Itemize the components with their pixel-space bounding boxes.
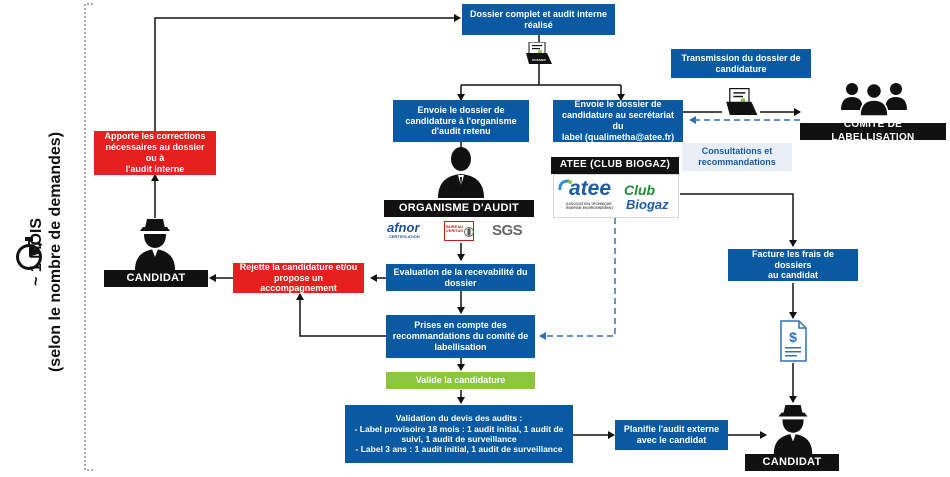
timeline-bracket <box>84 3 93 471</box>
planifie-audit-box: Planifie l'audit externe avec le candida… <box>615 420 728 450</box>
candidate-person-icon <box>135 219 175 270</box>
bureau-veritas-text: BUREAU VERITAS <box>446 224 464 234</box>
atee-logo: atee ASSOCIATION TECHNIQUE ÉNERGIE ENVIR… <box>553 174 679 218</box>
bureau-veritas-logo: BUREAU VERITAS <box>444 221 474 241</box>
connector-atee-to-prises <box>539 218 616 340</box>
evaluation-box: Evaluation de la recevabilité du dossier <box>386 264 535 291</box>
consultations-box: Consultations et recommandations <box>682 143 792 171</box>
apporte-corrections-box: Apporte les corrections nécessaires au d… <box>94 131 216 175</box>
validation-devis-box: Validation du devis des audits : - Label… <box>345 405 573 463</box>
envoie-audit-box: Envoie le dossier de candidature à l'org… <box>393 100 529 142</box>
audit-logos: afnor CERTIFICATION BUREAU VERITAS SGS <box>384 219 532 243</box>
afnor-subtitle: CERTIFICATION <box>389 234 420 239</box>
document-folder-icon <box>726 88 758 115</box>
dossier-complet-box: Dossier complet et audit interne réalisé <box>462 4 615 35</box>
document-folder-icon: DOSSIER <box>526 42 552 64</box>
candidate-person-icon <box>773 404 813 454</box>
sgs-logo: SGS <box>492 222 523 239</box>
facture-frais-box: Facture les frais de dossiers au candida… <box>728 249 858 281</box>
transmission-box: Transmission du dossier de candidature <box>671 49 811 78</box>
group-people-icon <box>841 82 907 117</box>
timeline-side: ~ 1 MOIS (selon le nombre de demandes) <box>10 40 70 460</box>
seal-icon <box>464 227 474 237</box>
biogaz-wordmark: Biogaz <box>626 197 669 212</box>
auditor-person-icon <box>438 147 484 198</box>
stopwatch-icon <box>16 237 43 270</box>
comite-label: COMITE DE LABELLISATION <box>800 119 946 143</box>
prises-en-compte-box: Prises en compte des recommandations du … <box>386 315 535 358</box>
timeline-label: ~ 1 MOIS (selon le nombre de demandes) <box>27 132 65 372</box>
club-wordmark: Club <box>624 182 656 198</box>
atee-subtitle: ASSOCIATION TECHNIQUE ÉNERGIE ENVIRONNEM… <box>566 202 614 210</box>
invoice-icon: $ <box>780 320 807 362</box>
timeline-duration: ~ 1 MOIS <box>27 217 45 287</box>
timeline-note: (selon le nombre de demandes) <box>47 131 64 373</box>
afnor-logo: afnor <box>387 220 420 235</box>
connector-prises-to-rejette <box>296 293 386 337</box>
atee-wordmark: atee <box>569 177 612 200</box>
connector-atee-to-facture <box>680 193 797 247</box>
rejette-candidature-box: Rejette la candidature et/ou propose un … <box>233 262 364 293</box>
atee-club-label: ATEE (CLUB BIOGAZ) <box>551 157 679 174</box>
envoie-secretariat-box: Envoie le dossier de candidature au secr… <box>553 99 683 142</box>
valide-candidature-box: Valide la candidature <box>386 372 535 389</box>
candidat-right-label: CANDIDAT <box>745 454 839 471</box>
candidat-left-label: CANDIDAT <box>104 270 208 287</box>
organisme-label: ORGANISME D'AUDIT <box>384 200 534 217</box>
atee-swirl-icon <box>558 179 572 191</box>
doc-icon-label: DOSSIER <box>532 58 546 62</box>
connector-apporte-to-dossier <box>154 14 461 131</box>
svg-text:$: $ <box>789 329 797 345</box>
